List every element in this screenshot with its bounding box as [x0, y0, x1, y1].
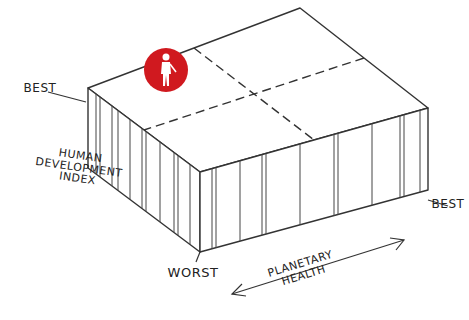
- axis-end-label: WORST: [158, 266, 228, 280]
- axis-end-label: BEST: [428, 198, 468, 211]
- side-stripes: [96, 94, 420, 249]
- axis-title: PLANETARY HEALTH: [260, 247, 343, 292]
- right-face: [200, 108, 428, 252]
- double-arrow: [232, 238, 404, 296]
- axis-end-label: BEST: [10, 82, 70, 95]
- person-icon: [144, 48, 188, 92]
